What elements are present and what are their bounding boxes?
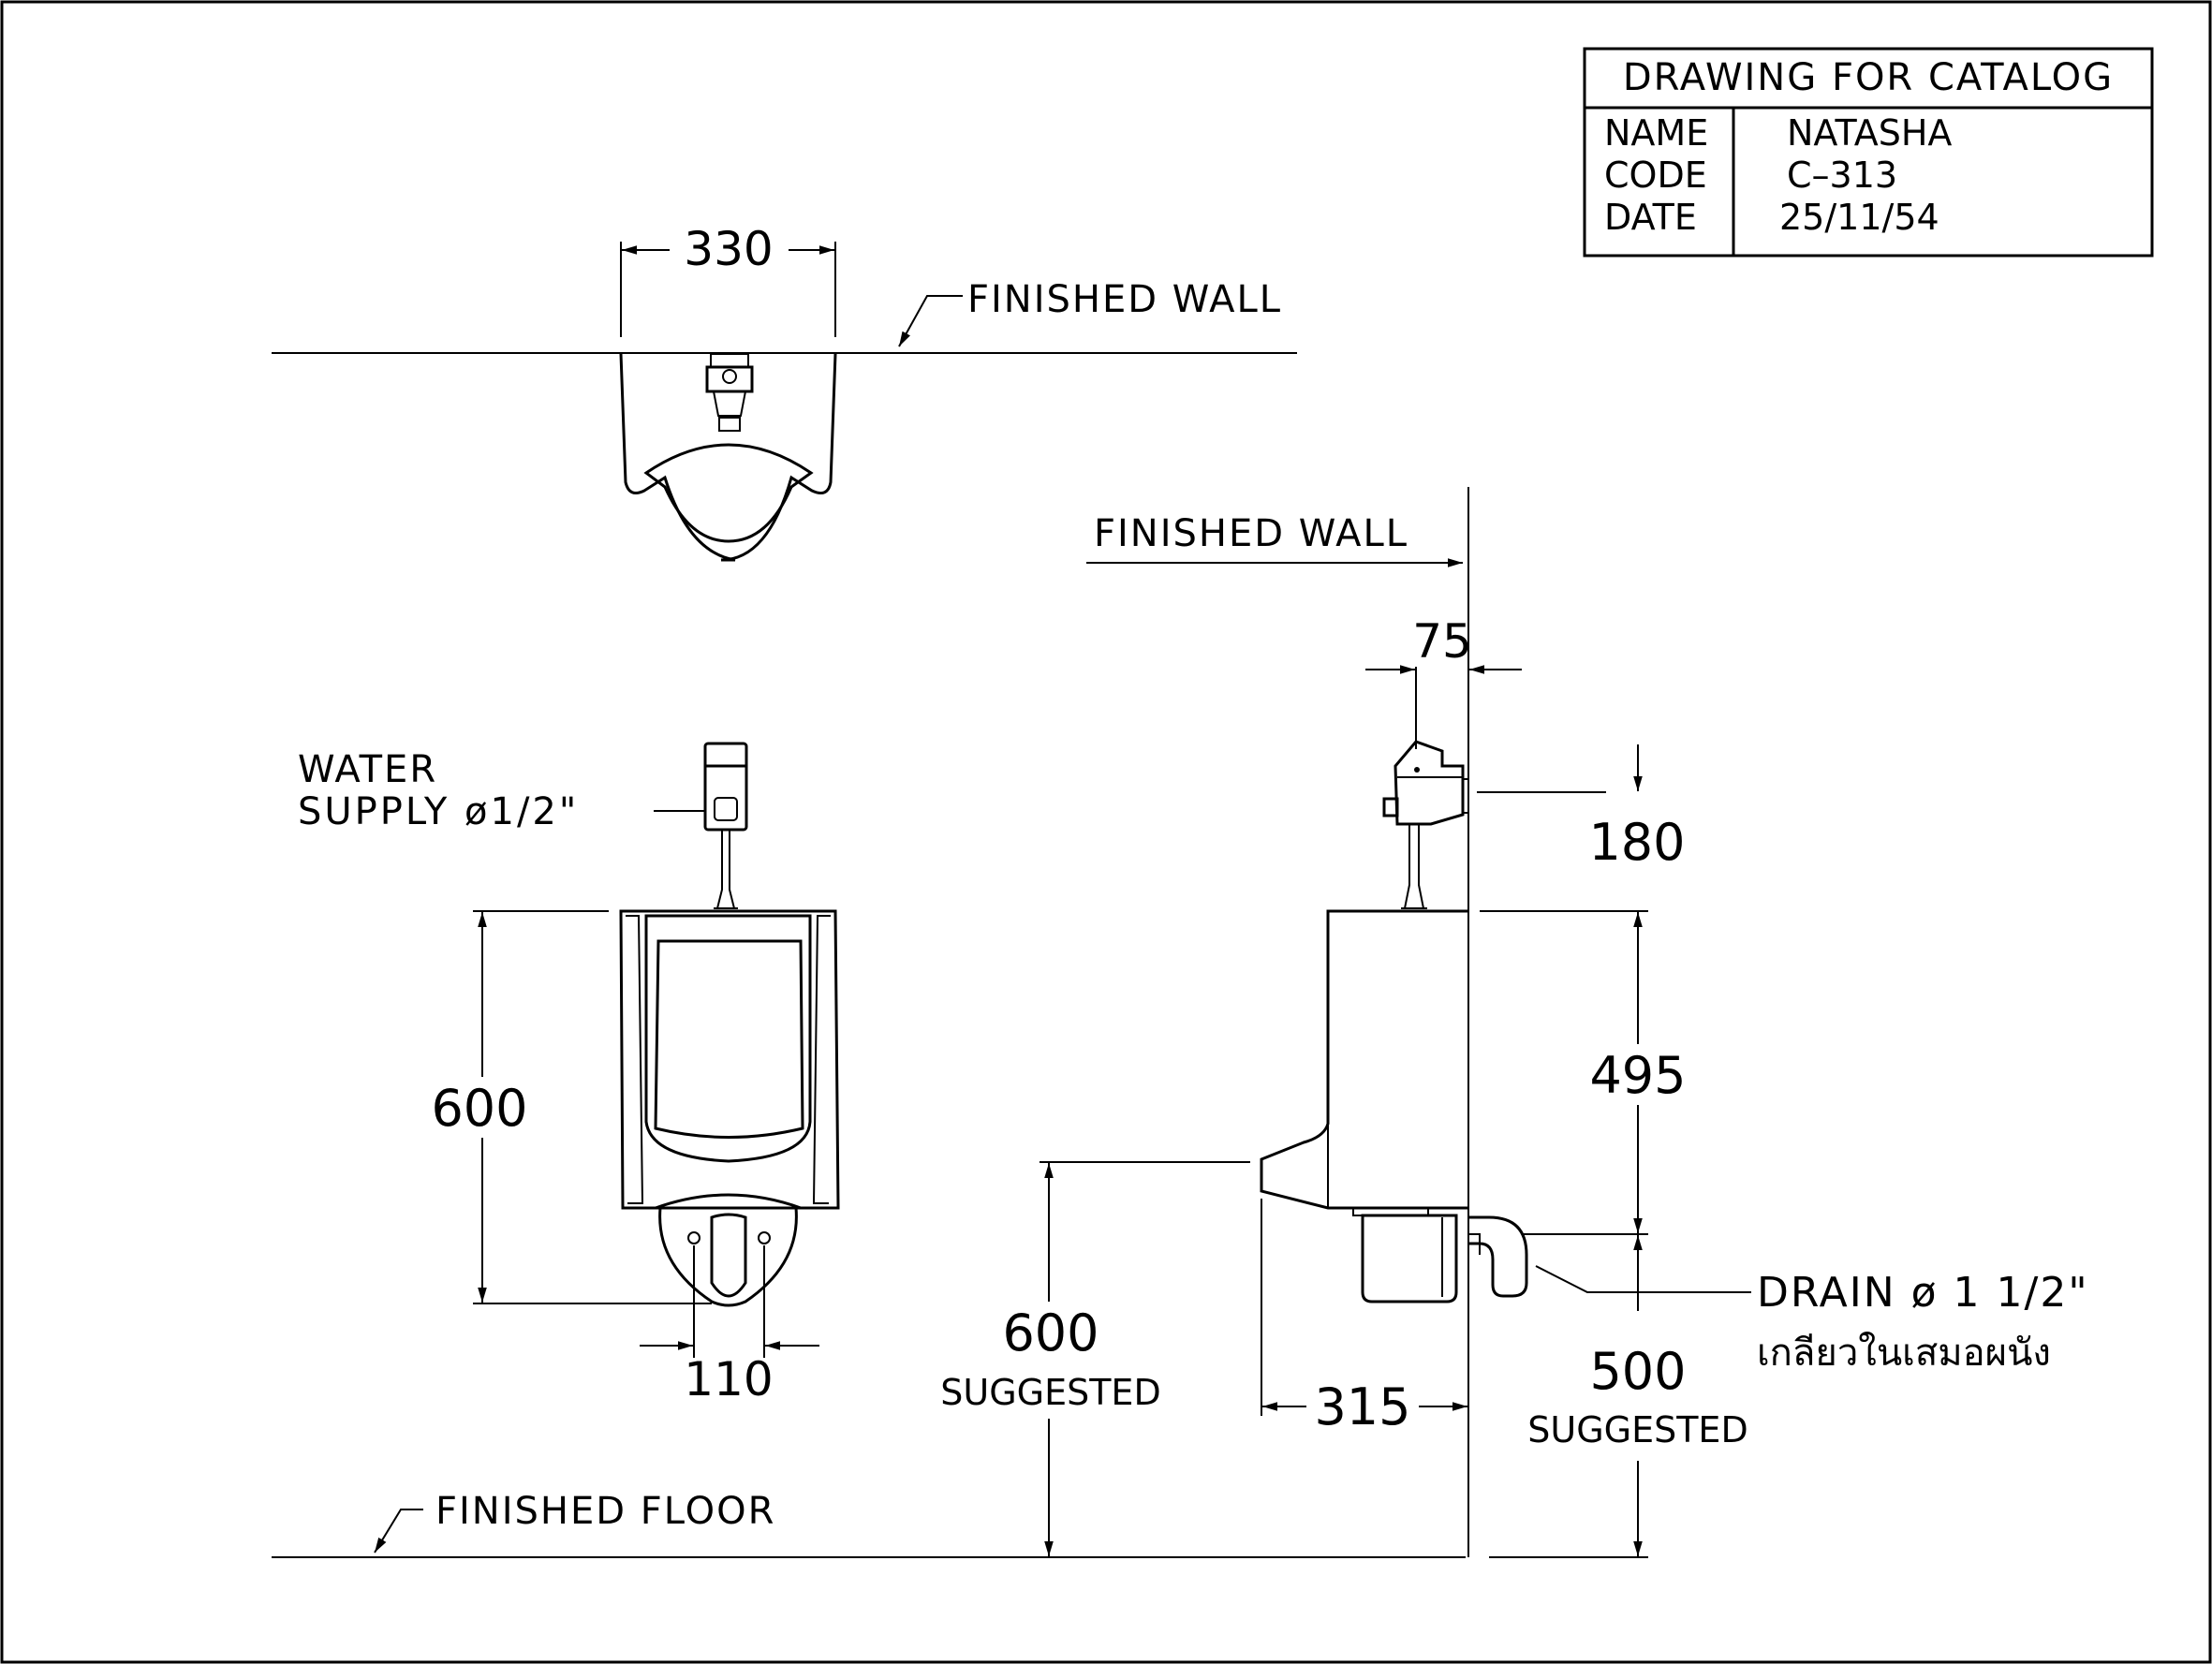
title-block-date-value: 25/11/54 bbox=[1779, 197, 1939, 238]
side-valve-pipe bbox=[1401, 824, 1427, 909]
front-trap-top bbox=[655, 1193, 802, 1210]
top-view: FINISHED WALL 330 bbox=[272, 222, 1297, 562]
front-urinal-inner-right bbox=[812, 915, 831, 1204]
dim-600-front-text: 600 bbox=[431, 1079, 527, 1138]
dim-330-text: 330 bbox=[684, 222, 773, 276]
side-valve-body bbox=[1394, 740, 1465, 826]
finished-floor-label: FINISHED FLOOR bbox=[435, 1490, 775, 1533]
front-urinal-basin bbox=[644, 914, 812, 1163]
front-valve-pipe bbox=[714, 830, 738, 909]
front-view: WATER SUPPLY ø1/2" 600 110 bbox=[298, 742, 840, 1406]
side-valve-wall-plate bbox=[1462, 778, 1469, 814]
side-urinal-outline bbox=[1260, 909, 1468, 1210]
dim-500-text: 500 bbox=[1589, 1342, 1686, 1401]
dim-500-suggested: SUGGESTED bbox=[1527, 1409, 1747, 1450]
side-drain-elbow bbox=[1468, 1215, 1528, 1298]
finished-wall-top-leader bbox=[898, 295, 963, 347]
urinal-plan-outline bbox=[619, 353, 837, 562]
front-urinal-panel bbox=[654, 939, 804, 1139]
plan-valve-spout bbox=[712, 390, 747, 417]
water-supply-label-2: SUPPLY ø1/2" bbox=[298, 790, 579, 833]
plan-valve-outlet bbox=[718, 417, 741, 432]
title-block-frame bbox=[1583, 47, 2154, 258]
front-valve-body bbox=[703, 742, 748, 832]
plan-valve-button bbox=[722, 369, 737, 384]
drain-thai-label: เกลียวในเสมอผนัง bbox=[1757, 1331, 2051, 1375]
dim-110-text: 110 bbox=[684, 1352, 773, 1406]
front-trap-inner bbox=[710, 1213, 747, 1298]
urinal-plan-bowl-inner bbox=[643, 443, 814, 543]
plan-valve-body bbox=[710, 353, 749, 368]
title-block-date-label: DATE bbox=[1604, 197, 1697, 238]
title-block-heading: DRAWING FOR CATALOG bbox=[1623, 56, 2114, 99]
dim-315-text: 315 bbox=[1314, 1377, 1410, 1436]
front-trap-outline bbox=[658, 1207, 798, 1307]
side-view: FINISHED WALL 75 180 49 bbox=[940, 487, 2089, 1558]
drain-leader bbox=[1535, 1265, 1751, 1293]
dim-600-side-suggested: SUGGESTED bbox=[940, 1372, 1160, 1413]
title-block-name-label: NAME bbox=[1604, 112, 1708, 154]
title-block-name-value: NATASHA bbox=[1787, 112, 1952, 154]
side-trap bbox=[1361, 1214, 1458, 1303]
side-drain-neck bbox=[1468, 1233, 1481, 1255]
dim-180-text: 180 bbox=[1588, 813, 1685, 872]
finished-wall-side-label: FINISHED WALL bbox=[1094, 512, 1408, 555]
finished-floor-leader bbox=[374, 1509, 423, 1554]
title-block-code-label: CODE bbox=[1604, 155, 1707, 196]
front-urinal-inner-left bbox=[626, 915, 644, 1204]
title-block: DRAWING FOR CATALOG NAME CODE DATE NATAS… bbox=[1583, 47, 2154, 258]
front-urinal-outline bbox=[619, 909, 840, 1210]
front-trap-bolt-left bbox=[687, 1231, 700, 1244]
dim-600-side-text: 600 bbox=[1002, 1303, 1099, 1362]
dim-75-text: 75 bbox=[1412, 614, 1472, 669]
front-valve-sensor bbox=[714, 797, 738, 821]
title-block-code-value: C–313 bbox=[1787, 155, 1897, 196]
finished-wall-top-label: FINISHED WALL bbox=[967, 278, 1282, 321]
side-valve-dot bbox=[1414, 767, 1420, 773]
drain-label: DRAIN ø 1 1/2" bbox=[1757, 1269, 2089, 1317]
front-trap-bolt-right bbox=[758, 1231, 771, 1244]
side-valve-knob bbox=[1382, 797, 1399, 817]
water-supply-label-1: WATER bbox=[298, 748, 437, 791]
dim-495-text: 495 bbox=[1589, 1046, 1686, 1105]
